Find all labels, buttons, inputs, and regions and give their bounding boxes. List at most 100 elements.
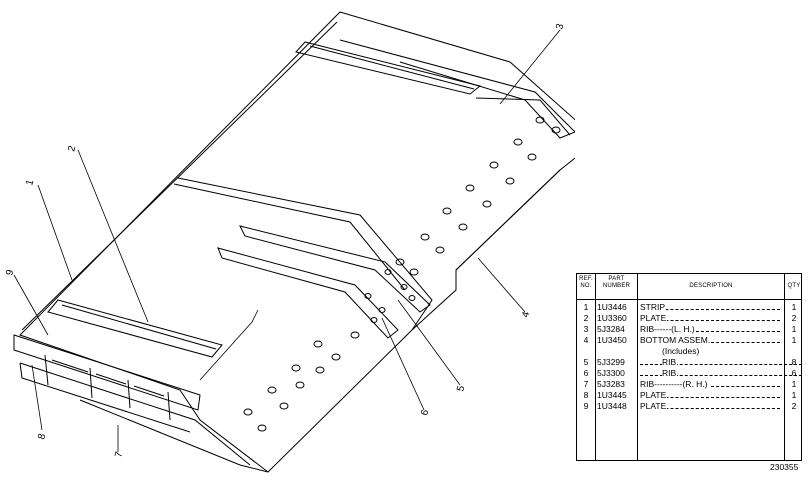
ref-cell: 4 [579,335,593,345]
part-number-cell-text: 1U3446 [597,302,627,312]
leader-dots [640,397,780,398]
description-cell-text: PLATE [640,390,668,400]
front-cells [44,354,171,421]
table-row: (Includes) [577,346,801,356]
top-plate-edge [21,21,338,331]
description-cell-text: RIB------(L. H.) [640,324,696,334]
header-part-number: PART NUMBER [602,276,631,289]
front-face [13,334,201,411]
description-cell-text: BOTTOM ASSEM. [640,335,712,345]
ref-cell-text: 2 [583,313,589,323]
qty-cell-text: 1 [791,324,797,334]
rib-middle-a [239,225,431,313]
leader-dots [640,364,802,365]
rib-middle-b [217,247,399,339]
strip-front-inner [61,304,217,350]
rib-rear-2 [475,97,571,136]
callout-8: 8 [36,432,48,441]
top-plate-fold [177,177,433,331]
ref-cell: 9 [579,401,593,411]
side-fold [455,169,561,271]
description-cell: (Includes) [640,346,802,356]
qty-cell: 1 [787,324,801,334]
ref-cell-text: 8 [583,390,589,400]
description-cell: RIB [640,368,802,378]
header-description: DESCRIPTION [689,283,733,289]
description-cell: PLATE [640,401,780,411]
qty-cell: 1 [787,335,801,345]
qty-cell: 6 [787,368,801,378]
ref-cell-text: 1 [583,302,589,312]
leader-dots [640,331,780,332]
description-cell-text: RIB----------(R. H.) [640,379,709,389]
table-row: 1 1U3446 STRIP 1 [577,302,801,312]
part-number-cell: 5J3283 [597,379,637,389]
table-row: 3 5J3284 RIB------(L. H.) 1 [577,324,801,334]
part-number-cell: 5J3284 [597,324,637,334]
callout-4: 4 [520,310,532,319]
part-number-cell: 1U3445 [597,390,637,400]
description-cell-text: STRIP [640,302,667,312]
ref-cell: 2 [579,313,593,323]
leader-dots [640,386,780,387]
ref-cell-text: 6 [583,368,589,378]
header-ref: REF. NO. [579,276,593,289]
part-number-cell: 5J3299 [597,357,637,367]
qty-cell-text: 1 [791,302,797,312]
ref-cell: 6 [579,368,593,378]
ref-cell-text: 9 [583,401,589,411]
qty-cell-text: 1 [791,379,797,389]
qty-cell-text: 1 [791,335,797,345]
top-plate-fold-2 [173,183,406,291]
ref-cell: 7 [579,379,593,389]
bolt-holes [243,116,561,432]
qty-cell: 1 [787,390,801,400]
ref-cell: 8 [579,390,593,400]
strip-rear-inner [309,45,475,90]
description-cell: RIB----------(R. H.) [640,379,780,389]
table-row: 9 1U3448 PLATE 2 [577,401,801,411]
qty-cell: 2 [787,313,801,323]
qty-cell-text: 2 [791,401,797,411]
leader-dots [640,408,780,409]
front-side [79,399,269,473]
callout-3: 3 [554,22,566,31]
description-cell: STRIP [640,302,780,312]
ref-cell-text: 7 [583,379,589,389]
catalog-number: 230355 [770,462,799,472]
description-cell-text: PLATE [640,313,668,323]
callout-1: 1 [24,178,36,187]
parts-table: REF. NO. PART NUMBER DESCRIPTION QTY 1 1U… [576,273,802,461]
strip-front [47,299,223,358]
part-number-cell-text: 1U3448 [597,401,627,411]
qty-cell-text: 6 [791,368,797,378]
leader-lines [13,29,561,452]
callout-6: 6 [419,408,431,417]
callout-2: 2 [66,144,78,153]
header-qty: QTY [787,283,801,289]
ref-cell-text: 3 [583,324,589,334]
description-cell: PLATE [640,313,780,323]
part-number-cell-text: 1U3450 [597,335,627,345]
callout-9: 9 [4,268,16,277]
part-number-cell-text: 5J3284 [597,324,625,334]
description-cell: RIB [640,357,802,367]
description-cell-text: (Includes) [662,346,701,356]
qty-cell-text: 1 [791,390,797,400]
description-cell-text: RIB [662,368,678,378]
ref-cell: 3 [579,324,593,334]
rib-rear [339,39,575,139]
front-lower [19,362,191,433]
part-number-cell: 1U3446 [597,302,637,312]
part-number-cell: 1U3450 [597,335,637,345]
description-cell-text: PLATE [640,401,668,411]
description-cell-text: RIB [662,357,678,367]
callout-5: 5 [455,384,467,393]
leader-dots [640,309,780,310]
part-number-cell-text: 5J3299 [597,357,625,367]
qty-cell: 1 [787,379,801,389]
